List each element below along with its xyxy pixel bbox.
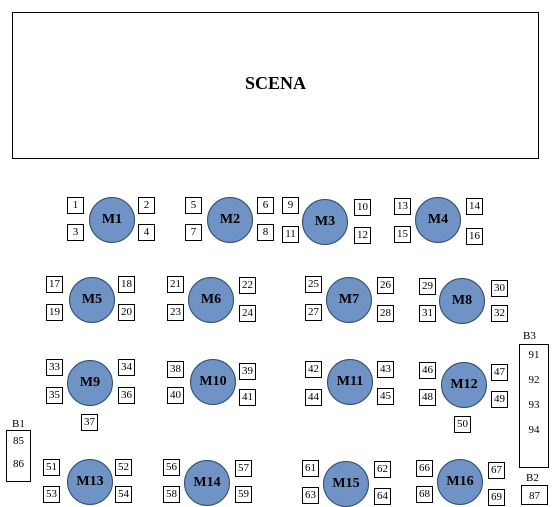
seat-54[interactable]: 54 — [115, 486, 132, 503]
seat-7[interactable]: 7 — [185, 224, 202, 241]
seat-46[interactable]: 46 — [419, 362, 436, 379]
block-b2[interactable]: 87 — [521, 485, 548, 505]
seat-32[interactable]: 32 — [491, 305, 508, 322]
table-m13[interactable]: M13 — [67, 459, 113, 505]
seat-26[interactable]: 26 — [377, 277, 394, 294]
seat-58[interactable]: 58 — [163, 486, 180, 503]
seat-56[interactable]: 56 — [163, 459, 180, 476]
seat-14[interactable]: 14 — [466, 198, 483, 215]
seat-43[interactable]: 43 — [377, 361, 394, 378]
seat-1[interactable]: 1 — [67, 197, 84, 214]
stage: SCENA — [12, 12, 539, 159]
seat-15[interactable]: 15 — [394, 226, 411, 243]
seat-28[interactable]: 28 — [377, 305, 394, 322]
seat-24[interactable]: 24 — [239, 305, 256, 322]
seat-34[interactable]: 34 — [118, 359, 135, 376]
seat-93[interactable]: 93 — [528, 399, 540, 411]
seat-10[interactable]: 10 — [354, 199, 371, 216]
seat-59[interactable]: 59 — [235, 486, 252, 503]
seat-17[interactable]: 17 — [46, 276, 63, 293]
seat-67[interactable]: 67 — [488, 462, 505, 479]
seat-3[interactable]: 3 — [67, 224, 84, 241]
seat-48[interactable]: 48 — [419, 389, 436, 406]
table-m14[interactable]: M14 — [184, 460, 230, 506]
seat-86[interactable]: 86 — [13, 458, 24, 470]
seat-20[interactable]: 20 — [118, 304, 135, 321]
seat-35[interactable]: 35 — [46, 387, 63, 404]
seat-87[interactable]: 87 — [529, 490, 540, 502]
seat-22[interactable]: 22 — [239, 277, 256, 294]
seat-27[interactable]: 27 — [305, 304, 322, 321]
seat-44[interactable]: 44 — [305, 389, 322, 406]
table-m2[interactable]: M2 — [207, 197, 253, 243]
seat-33[interactable]: 33 — [46, 359, 63, 376]
table-m8[interactable]: M8 — [439, 278, 485, 324]
seat-63[interactable]: 63 — [302, 487, 319, 504]
seat-19[interactable]: 19 — [46, 304, 63, 321]
seat-40[interactable]: 40 — [167, 387, 184, 404]
seat-5[interactable]: 5 — [185, 197, 202, 214]
table-m12[interactable]: M12 — [441, 362, 487, 408]
seat-47[interactable]: 47 — [491, 364, 508, 381]
seat-30[interactable]: 30 — [491, 280, 508, 297]
seat-57[interactable]: 57 — [235, 460, 252, 477]
block-label-b2: B2 — [526, 472, 539, 484]
seat-29[interactable]: 29 — [419, 278, 436, 295]
seat-85[interactable]: 85 — [13, 435, 24, 447]
seat-69[interactable]: 69 — [488, 489, 505, 506]
seat-25[interactable]: 25 — [305, 276, 322, 293]
table-m3[interactable]: M3 — [302, 199, 348, 245]
seat-13[interactable]: 13 — [394, 198, 411, 215]
seat-16[interactable]: 16 — [466, 228, 483, 245]
table-m4[interactable]: M4 — [415, 197, 461, 243]
seat-42[interactable]: 42 — [305, 361, 322, 378]
seat-53[interactable]: 53 — [43, 486, 60, 503]
seat-49[interactable]: 49 — [491, 391, 508, 408]
table-m5[interactable]: M5 — [69, 277, 115, 323]
table-m6[interactable]: M6 — [188, 277, 234, 323]
seat-45[interactable]: 45 — [377, 388, 394, 405]
seat-8[interactable]: 8 — [257, 224, 274, 241]
block-b1[interactable]: 85 86 — [6, 430, 31, 482]
stage-label: SCENA — [244, 73, 306, 93]
seat-9[interactable]: 9 — [282, 197, 299, 214]
seat-37[interactable]: 37 — [81, 414, 98, 431]
seat-18[interactable]: 18 — [118, 276, 135, 293]
seat-62[interactable]: 62 — [374, 461, 391, 478]
seat-6[interactable]: 6 — [257, 197, 274, 214]
table-m7[interactable]: M7 — [326, 277, 372, 323]
table-m16[interactable]: M16 — [437, 459, 483, 505]
block-label-b3: B3 — [523, 330, 536, 342]
table-m15[interactable]: M15 — [323, 461, 369, 507]
seat-92[interactable]: 92 — [528, 374, 540, 386]
seat-51[interactable]: 51 — [43, 459, 60, 476]
seat-68[interactable]: 68 — [416, 486, 433, 503]
seat-31[interactable]: 31 — [419, 305, 436, 322]
seat-50[interactable]: 50 — [454, 416, 471, 433]
seat-61[interactable]: 61 — [302, 460, 319, 477]
seat-64[interactable]: 64 — [374, 488, 391, 505]
table-m1[interactable]: M1 — [89, 197, 135, 243]
block-label-b1: B1 — [12, 418, 25, 430]
seat-21[interactable]: 21 — [167, 276, 184, 293]
seat-66[interactable]: 66 — [416, 460, 433, 477]
seat-52[interactable]: 52 — [115, 459, 132, 476]
table-m9[interactable]: M9 — [67, 360, 113, 406]
seat-4[interactable]: 4 — [138, 224, 155, 241]
seat-38[interactable]: 38 — [167, 361, 184, 378]
seat-94[interactable]: 94 — [528, 424, 540, 436]
seat-23[interactable]: 23 — [167, 304, 184, 321]
seat-39[interactable]: 39 — [239, 363, 256, 380]
seat-41[interactable]: 41 — [239, 389, 256, 406]
seat-12[interactable]: 12 — [354, 227, 371, 244]
seat-2[interactable]: 2 — [138, 197, 155, 214]
table-m11[interactable]: M11 — [327, 359, 373, 405]
seat-11[interactable]: 11 — [282, 226, 299, 243]
seat-91[interactable]: 91 — [528, 349, 540, 361]
block-b3[interactable]: 91 92 93 94 — [519, 344, 549, 468]
seat-36[interactable]: 36 — [118, 387, 135, 404]
table-m10[interactable]: M10 — [190, 359, 236, 405]
